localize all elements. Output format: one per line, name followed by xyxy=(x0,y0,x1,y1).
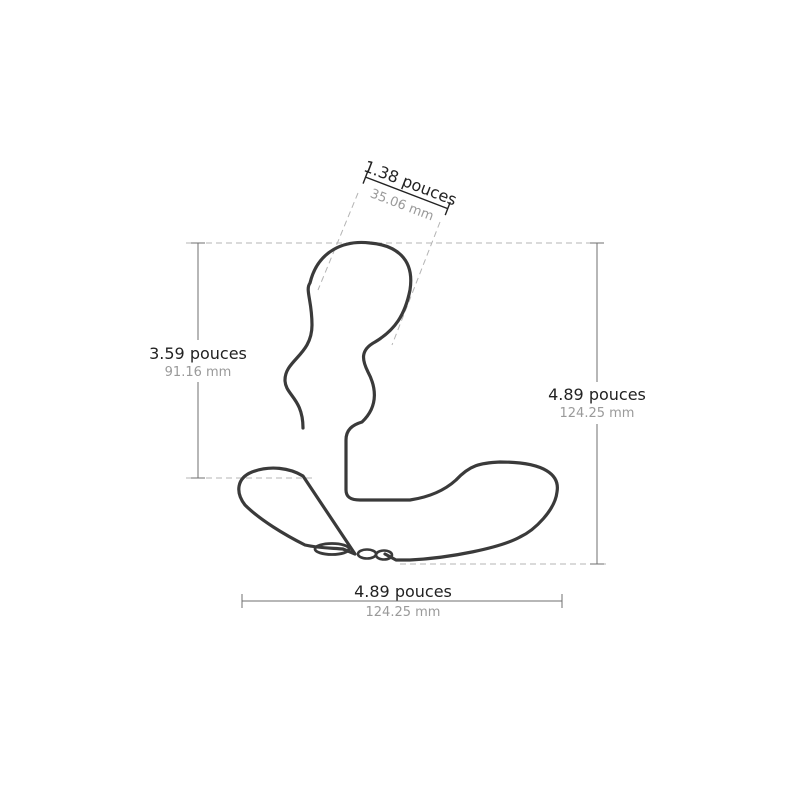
guide-lines xyxy=(186,192,606,565)
dim-tick-tip-right xyxy=(444,201,451,216)
total-height-imperial: 4.89 pouces xyxy=(548,385,646,404)
total-width-metric: 124.25 mm xyxy=(366,605,441,620)
total-width-dimension: 4.89 pouces 124.25 mm xyxy=(241,580,563,620)
control-button-2 xyxy=(374,549,394,561)
insertable-length-dimension: 3.59 pouces 91.16 mm xyxy=(140,242,256,479)
dim-tick-tip-left xyxy=(362,170,369,184)
total-width-imperial: 4.89 pouces xyxy=(354,582,452,601)
tip-width-dimension: 1.38 pouces 35.06 mm xyxy=(361,157,459,225)
control-button-1 xyxy=(356,548,378,560)
total-height-metric: 124.25 mm xyxy=(560,406,635,421)
label-bg-left xyxy=(140,340,256,382)
insertable-length-metric: 91.16 mm xyxy=(165,365,232,380)
product-outline xyxy=(237,240,559,562)
dim-line-tip xyxy=(365,176,448,210)
label-bg-bottom xyxy=(345,580,459,596)
total-height-dimension: 4.89 pouces 124.25 mm xyxy=(540,242,656,565)
label-bg-right xyxy=(540,382,656,424)
insertable-length-imperial: 3.59 pouces xyxy=(149,344,247,363)
product-body-shape xyxy=(237,240,559,562)
power-button xyxy=(313,542,351,556)
guide-tip-left xyxy=(317,192,359,291)
guide-tip-right xyxy=(391,221,441,346)
